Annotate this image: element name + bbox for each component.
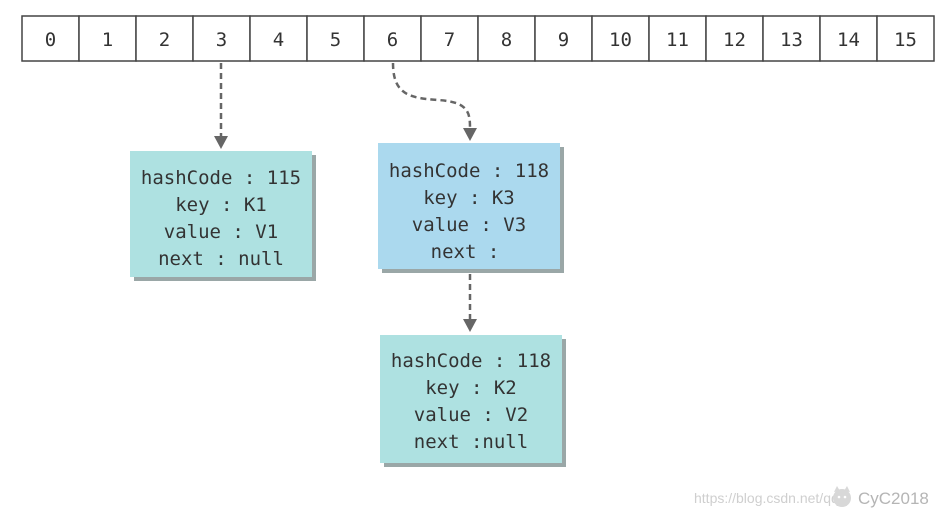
bucket-cell-box bbox=[21, 15, 80, 62]
bucket-cell-box bbox=[363, 15, 422, 62]
bucket-index-label: 2 bbox=[159, 29, 170, 51]
node-value-text: value : V2 bbox=[414, 404, 528, 426]
bucket-index-label: 14 bbox=[837, 29, 860, 51]
bucket-cell-box bbox=[306, 15, 365, 62]
bucket-cell: 2 bbox=[135, 15, 194, 62]
node-k2: hashCode : 118 key : K2 value : V2 next … bbox=[380, 335, 566, 467]
bucket-cell-box bbox=[477, 15, 536, 62]
node-next-text: next : bbox=[431, 241, 500, 263]
bucket-cell: 7 bbox=[420, 15, 479, 62]
watermark: https://blog.csdn.net/qq_ CyC2018 bbox=[694, 486, 929, 508]
node-next-text: next :null bbox=[414, 431, 528, 453]
bucket-index-label: 5 bbox=[330, 29, 341, 51]
arrow-bucket6-to-k3 bbox=[391, 62, 477, 141]
bucket-index-label: 8 bbox=[501, 29, 512, 51]
node-value-text: value : V1 bbox=[164, 221, 278, 243]
bucket-index-label: 6 bbox=[387, 29, 398, 51]
bucket-cell: 6 bbox=[363, 15, 422, 62]
bucket-index-label: 10 bbox=[609, 29, 632, 51]
bucket-cell: 12 bbox=[705, 15, 764, 62]
bucket-cell: 5 bbox=[306, 15, 365, 62]
arrow-head-icon bbox=[463, 319, 477, 332]
bucket-cell-box bbox=[705, 15, 764, 62]
bucket-cell: 8 bbox=[477, 15, 536, 62]
bucket-cell: 0 bbox=[21, 15, 80, 62]
bucket-cell: 10 bbox=[591, 15, 650, 62]
bucket-cell: 9 bbox=[534, 15, 593, 62]
bucket-index-label: 13 bbox=[780, 29, 803, 51]
node-box bbox=[380, 335, 562, 463]
bucket-index-label: 0 bbox=[45, 29, 56, 51]
bucket-index-label: 12 bbox=[723, 29, 746, 51]
bucket-array: 0 1 2 3 4 5 6 7 bbox=[21, 15, 935, 62]
bucket-cell: 11 bbox=[648, 15, 707, 62]
arrow-line bbox=[391, 62, 472, 129]
arrow-k3-to-k2 bbox=[463, 274, 477, 332]
bucket-cell-box bbox=[762, 15, 821, 62]
node-next-text: next : null bbox=[158, 248, 284, 270]
bucket-index-label: 4 bbox=[273, 29, 284, 51]
bucket-cell: 1 bbox=[78, 15, 137, 62]
arrow-head-icon bbox=[214, 136, 228, 149]
bucket-index-label: 1 bbox=[102, 29, 113, 51]
bucket-cell: 14 bbox=[819, 15, 878, 62]
bucket-index-label: 9 bbox=[558, 29, 569, 51]
node-value-text: value : V3 bbox=[412, 214, 526, 236]
node-k3: hashCode : 118 key : K3 value : V3 next … bbox=[378, 143, 564, 273]
bucket-cell: 4 bbox=[249, 15, 308, 62]
bucket-cell-box bbox=[135, 15, 194, 62]
bucket-index-label: 3 bbox=[216, 29, 227, 51]
bucket-cell: 3 bbox=[192, 15, 251, 62]
node-k1: hashCode : 115 key : K1 value : V1 next … bbox=[130, 151, 316, 281]
bucket-cell-box bbox=[648, 15, 707, 62]
node-key-text: key : K1 bbox=[175, 194, 267, 216]
bucket-cell: 13 bbox=[762, 15, 821, 62]
node-hashcode-text: hashCode : 118 bbox=[389, 160, 549, 182]
bucket-cell-box bbox=[420, 15, 479, 62]
node-key-text: key : K2 bbox=[425, 377, 517, 399]
watermark-brand: CyC2018 bbox=[858, 489, 929, 508]
arrow-bucket3-to-k1 bbox=[214, 63, 228, 149]
node-box bbox=[130, 151, 312, 277]
node-box bbox=[378, 143, 560, 269]
cat-logo-icon bbox=[833, 486, 851, 507]
bucket-index-label: 15 bbox=[894, 29, 917, 51]
node-hashcode-text: hashCode : 115 bbox=[141, 167, 301, 189]
watermark-url: https://blog.csdn.net/qq_ bbox=[694, 490, 847, 506]
bucket-cell-box bbox=[876, 15, 935, 62]
bucket-cell-box bbox=[249, 15, 308, 62]
bucket-cell: 15 bbox=[876, 15, 935, 62]
bucket-cell-box bbox=[534, 15, 593, 62]
node-hashcode-text: hashCode : 118 bbox=[391, 350, 551, 372]
bucket-index-label: 7 bbox=[444, 29, 455, 51]
node-key-text: key : K3 bbox=[423, 187, 515, 209]
bucket-index-label: 11 bbox=[666, 29, 689, 51]
bucket-cell-box bbox=[78, 15, 137, 62]
arrow-head-icon bbox=[463, 128, 477, 141]
